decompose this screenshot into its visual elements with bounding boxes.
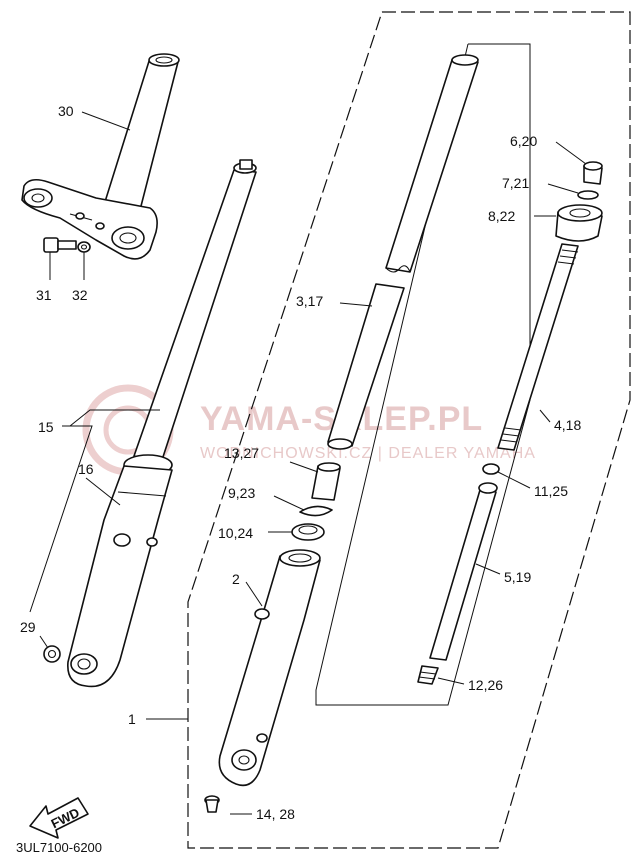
- inner-tube-part-3-17: [327, 54, 479, 450]
- label-3-17: 3,17: [296, 293, 323, 309]
- inner-group-boundary: [315, 43, 531, 706]
- fwd-label: FWD: [49, 805, 82, 831]
- rebound-spring-part-12-26: [417, 665, 439, 685]
- label-15: 15: [38, 419, 54, 435]
- label-14-28: 14, 28: [256, 806, 295, 822]
- label-30: 30: [58, 103, 74, 119]
- label-12-26: 12,26: [468, 677, 503, 693]
- assembled-fork-left: [67, 159, 257, 688]
- label-10-24: 10,24: [218, 525, 253, 541]
- label-4-18: 4,18: [554, 417, 581, 433]
- label-16: 16: [78, 461, 94, 477]
- label-32: 32: [72, 287, 88, 303]
- bushing-part-13-27: [311, 462, 341, 501]
- leader-lines: [29, 111, 587, 815]
- label-1: 1: [128, 711, 136, 727]
- label-29: 29: [20, 619, 36, 635]
- oil-seal-part-10-24: [291, 523, 325, 541]
- o-ring-part-7-21: [577, 190, 599, 200]
- label-31: 31: [36, 287, 52, 303]
- forward-direction-arrow-icon: FWD: [29, 797, 89, 839]
- label-6-20: 6,20: [510, 133, 537, 149]
- ring-part-11-25: [482, 463, 500, 475]
- under-bracket-part-30: [21, 53, 180, 260]
- label-2: 2: [232, 571, 240, 587]
- label-13-27: 13,27: [224, 445, 259, 461]
- fork-spring-part-4-18: [497, 243, 579, 451]
- watermark-subtitle: WODNICHOWSKI.CZ | DEALER YAMAHA: [200, 445, 536, 462]
- clip-part-9-23: [299, 505, 333, 517]
- bolt-part-31: [43, 237, 77, 253]
- label-11-25: 11,25: [534, 483, 568, 499]
- damper-rod-part-5-19: [429, 482, 498, 661]
- exploded-view-boundary: [187, 11, 631, 849]
- label-7-21: 7,21: [502, 175, 529, 191]
- washer-part-32: [77, 241, 91, 253]
- label-5-19: 5,19: [504, 569, 531, 585]
- bolt-part-14-28: [204, 795, 220, 813]
- spacer-part-8-22: [555, 204, 603, 242]
- label-8-22: 8,22: [488, 208, 515, 224]
- outer-tube-part-2: [218, 549, 321, 787]
- cap-bolt-part-6-20: [583, 161, 603, 185]
- part-labels: 30 31 32 15 16 29 1 2 3,17 13,27 9,23 10…: [20, 103, 581, 822]
- label-9-23: 9,23: [228, 485, 255, 501]
- washer-part-29: [43, 645, 61, 663]
- diagram-code: 3UL7100-6200: [16, 840, 102, 855]
